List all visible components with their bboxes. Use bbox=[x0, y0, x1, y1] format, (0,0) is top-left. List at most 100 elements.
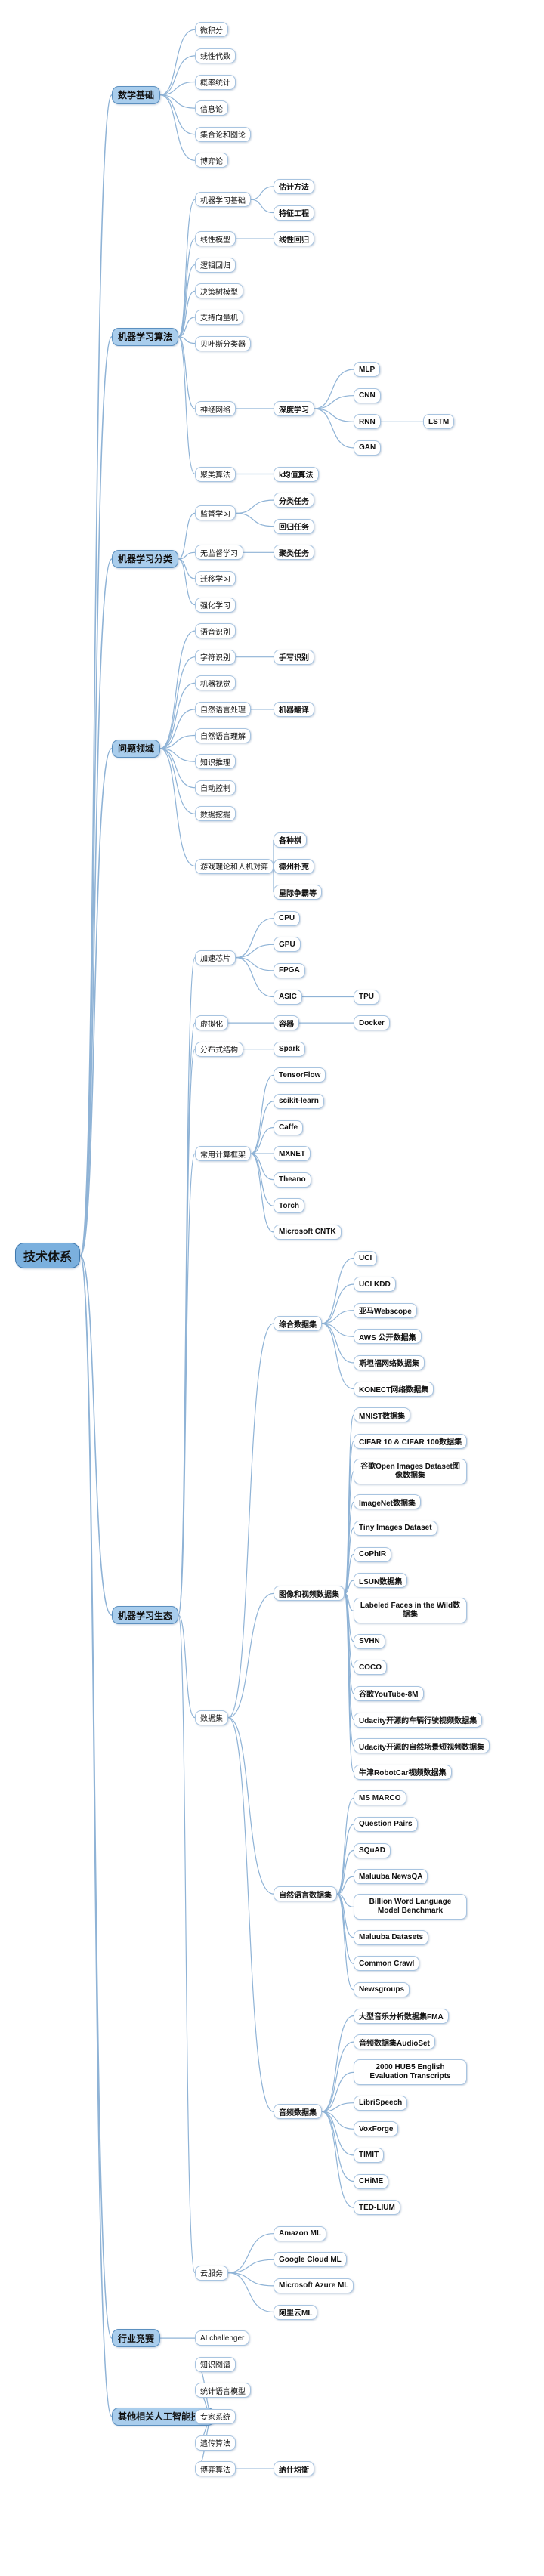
leaf-node-0-4-4-0-5: KONECT网络数据集 bbox=[354, 1381, 434, 1397]
leaf-node-0-4-0-1: GPU bbox=[274, 937, 301, 953]
leaf-node-0-6-1: 统计语言模型 bbox=[195, 2383, 251, 2398]
leaf-node-0-4-4-2-4: Billion Word Language Model Benchmark bbox=[354, 1894, 467, 1920]
leaf-node-0-4-3-3: MXNET bbox=[274, 1146, 311, 1162]
branch-node-0-2: 机器学习分类 bbox=[112, 549, 179, 568]
leaf-node-0-4-4-1-10: 谷歌YouTube-8M bbox=[354, 1685, 424, 1701]
connector-0-4-4-0-1 bbox=[321, 1283, 354, 1324]
leaf-node-0-4-4-1-1: CIFAR 10 & CIFAR 100数据集 bbox=[354, 1433, 468, 1449]
leaf-node-0-4-3-1: scikit-learn bbox=[274, 1093, 324, 1109]
connector-0-4-3 bbox=[178, 1153, 196, 1616]
connector-0-4-5 bbox=[178, 1614, 196, 2274]
connector-0-2-2 bbox=[178, 558, 196, 579]
connector-0-4-4-3-0 bbox=[321, 2015, 354, 2112]
connector-0-4-4-1 bbox=[227, 1592, 274, 1719]
leaf-node-0-4-4-3-4: VoxForge bbox=[354, 2121, 399, 2137]
connector-0-4-3-4 bbox=[250, 1153, 274, 1181]
connector-0-1-1 bbox=[178, 238, 196, 338]
leaf-node-0-4-4-1-11: Udacity开源的车辆行驶视频数据集 bbox=[354, 1712, 483, 1728]
leaf-node-0-4-3-5: Torch bbox=[274, 1198, 305, 1214]
leaf-node-0-0-0: 微积分 bbox=[195, 22, 228, 38]
leaf-node-0-1-5: 贝叶斯分类器 bbox=[195, 335, 251, 351]
connector-0-4-4-3-4 bbox=[321, 2111, 354, 2130]
leaf-node-0-4-4-1-7: Labeled Faces in the Wild数据集 bbox=[354, 1598, 467, 1624]
connector-0-1-2 bbox=[178, 264, 196, 338]
leaf-node-0-2-1-0: 聚类任务 bbox=[274, 545, 314, 561]
connector-0-4-4-2 bbox=[227, 1717, 274, 1895]
leaf-node-0-4-4-1-2: 谷歌Open Images Dataset图像数据集 bbox=[354, 1459, 467, 1484]
leaf-node-0-4-4-2-6: Common Crawl bbox=[354, 1956, 420, 1972]
leaf-node-0-4-4-2-1: Question Pairs bbox=[354, 1816, 418, 1832]
leaf-node-0-4-5-0: Amazon ML bbox=[274, 2225, 327, 2241]
connector-0-1-6 bbox=[178, 336, 196, 409]
leaf-node-0-1-6-0-0: MLP bbox=[354, 362, 381, 378]
leaf-node-0-4-0: 加速芯片 bbox=[195, 950, 236, 965]
leaf-node-0-4-4-1-5: CoPhIR bbox=[354, 1546, 392, 1562]
leaf-node-0-3-7: 数据挖掘 bbox=[195, 806, 236, 822]
leaf-node-0-4-4-2-7: Newsgroups bbox=[354, 1981, 410, 1997]
leaf-node-0-2-1: 无监督学习 bbox=[195, 545, 243, 561]
leaf-node-0-6-3: 遗传算法 bbox=[195, 2435, 236, 2451]
branch-node-0-3: 问题领域 bbox=[112, 739, 161, 758]
connector-0-6 bbox=[79, 1255, 113, 2417]
connector-0-2-0-0 bbox=[235, 499, 274, 514]
connector-0-4-4-0-5 bbox=[321, 1323, 354, 1390]
connector-0-4 bbox=[79, 1255, 113, 1616]
leaf-node-0-4-4-1-6: LSUN数据集 bbox=[354, 1573, 408, 1589]
leaf-node-0-1-7-0: k均值算法 bbox=[274, 466, 319, 482]
leaf-node-0-1-6: 神经网络 bbox=[195, 401, 236, 416]
leaf-node-0-2-3: 强化学习 bbox=[195, 597, 236, 613]
connector-0-4-0-3 bbox=[235, 957, 274, 998]
leaf-node-0-4-4-3-1: 音频数据集AudioSet bbox=[354, 2034, 435, 2050]
connector-0-1-7 bbox=[178, 336, 196, 475]
leaf-node-0-3-8-2: 星际争霸等 bbox=[274, 885, 322, 900]
connector-0-3-1 bbox=[159, 656, 196, 749]
leaf-node-0-4-4-2-0: MS MARCO bbox=[354, 1790, 406, 1806]
leaf-node-0-4-1-0: 容器 bbox=[274, 1015, 299, 1031]
connector-0-4-4-0-4 bbox=[321, 1323, 354, 1364]
leaf-node-0-4-4-0: 综合数据集 bbox=[274, 1316, 322, 1331]
connector-0-1-6-0-1 bbox=[314, 395, 354, 409]
connector-0-4-4-2-3 bbox=[336, 1876, 354, 1895]
leaf-node-0-4-0-0: CPU bbox=[274, 910, 301, 926]
leaf-node-0-6-4: 博弈算法 bbox=[195, 2461, 236, 2477]
leaf-node-0-4-1: 虚拟化 bbox=[195, 1015, 228, 1031]
leaf-node-0-4-3-6: Microsoft CNTK bbox=[274, 1224, 342, 1240]
leaf-node-0-1-0: 机器学习基础 bbox=[195, 192, 251, 208]
leaf-node-0-1-6-0-1: CNN bbox=[354, 388, 381, 403]
leaf-node-0-4-3-2: Caffe bbox=[274, 1120, 304, 1135]
leaf-node-0-1-7: 聚类算法 bbox=[195, 466, 236, 482]
leaf-node-0-4-4-3: 音频数据集 bbox=[274, 2104, 322, 2120]
connector-0-3-5 bbox=[159, 748, 196, 762]
leaf-node-0-4-2-0: Spark bbox=[274, 1041, 305, 1057]
connector-0-2 bbox=[79, 558, 113, 1257]
leaf-node-0-1-3: 决策树模型 bbox=[195, 283, 243, 299]
connector-0-4-4-3-3 bbox=[321, 2102, 354, 2112]
connector-0-1-3 bbox=[178, 290, 196, 338]
leaf-node-0-1-4: 支持向量机 bbox=[195, 309, 243, 325]
leaf-node-0-1-6-0-2-0: LSTM bbox=[423, 414, 455, 430]
leaf-node-0-4-4-1-0: MNIST数据集 bbox=[354, 1407, 411, 1423]
leaf-node-0-4-4-0-0: UCI bbox=[354, 1250, 378, 1266]
connector-0-4-3-6 bbox=[250, 1153, 274, 1233]
leaf-node-0-4-4-3-3: LibriSpeech bbox=[354, 2095, 408, 2111]
leaf-node-0-4-3: 常用计算框架 bbox=[195, 1146, 251, 1162]
connector-0-4-4-3 bbox=[227, 1717, 274, 2112]
leaf-node-0-1-1-0: 线性回归 bbox=[274, 231, 314, 247]
leaf-node-0-4-5-1: Google Cloud ML bbox=[274, 2252, 347, 2268]
leaf-node-0-3-1-0: 手写识别 bbox=[274, 649, 314, 665]
connector-0-4-4-2-7 bbox=[336, 1893, 354, 1991]
connector-0-4-4-3-1 bbox=[321, 2041, 354, 2112]
connector-0-1 bbox=[79, 336, 113, 1257]
connector-0-0-0 bbox=[159, 29, 196, 96]
connector-0-4-4-2-2 bbox=[336, 1849, 354, 1895]
connector-0-3-3 bbox=[159, 709, 196, 749]
leaf-node-0-3-3-0: 机器翻译 bbox=[274, 701, 314, 717]
connector-0-4-4-2-0 bbox=[336, 1797, 354, 1895]
connector-0-3-6 bbox=[159, 748, 196, 789]
connector-0-4-4-0 bbox=[227, 1323, 274, 1719]
connector-0-0-3 bbox=[159, 94, 196, 109]
leaf-node-0-4-4-3-7: TED-LIUM bbox=[354, 2200, 400, 2216]
leaf-node-0-4-4-1: 图像和视频数据集 bbox=[274, 1586, 345, 1602]
